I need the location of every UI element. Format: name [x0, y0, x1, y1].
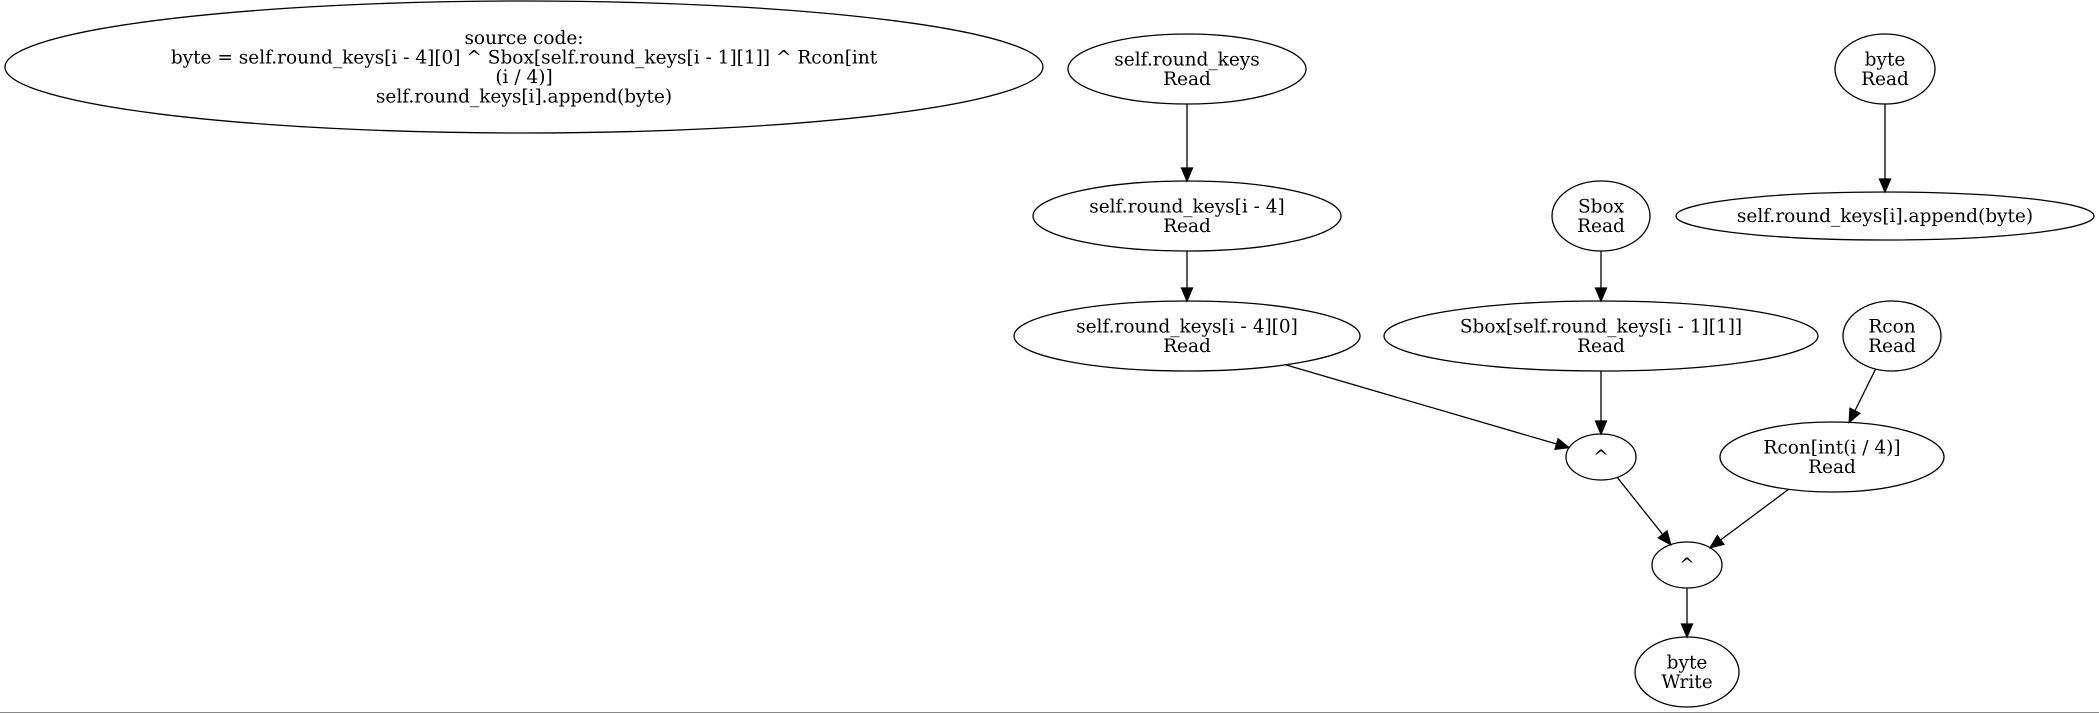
- node-src: source code:byte = self.round_keys[i - 4…: [4, 0, 1044, 134]
- node-sboxidx-label-0: Sbox[self.round_keys[i - 1][1]]: [1460, 316, 1742, 337]
- nodes-layer: source code:byte = self.round_keys[i - 4…: [4, 0, 2095, 708]
- node-xor1-label-0: ^: [1593, 447, 1609, 468]
- node-append: self.round_keys[i].append(byte): [1675, 191, 2095, 241]
- edge-rconidx-to-xor2: [1708, 488, 1790, 549]
- node-rk-label-0: self.round_keys: [1114, 49, 1259, 70]
- node-rk-label-1: Read: [1163, 69, 1211, 90]
- edge-xor2-to-bytew: [1680, 588, 1694, 639]
- edge-byter-to-append: [1878, 104, 1892, 194]
- node-rk40-label-1: Read: [1163, 336, 1211, 357]
- node-src-label-2: (i / 4)]: [495, 67, 552, 88]
- arrowhead: [1594, 420, 1608, 436]
- arrowhead: [1554, 437, 1571, 451]
- edge-rcon-to-rconidx: [1848, 368, 1877, 424]
- node-xor2: ^: [1651, 541, 1723, 589]
- arrowhead: [1180, 167, 1194, 183]
- node-src-label-1: byte = self.round_keys[i - 4][0] ^ Sbox[…: [171, 47, 878, 68]
- node-rk40: self.round_keys[i - 4][0]Read: [1013, 300, 1361, 372]
- node-rcon-ellipse: [1842, 300, 1942, 372]
- node-rk-ellipse: [1067, 33, 1307, 105]
- node-rk4-label-0: self.round_keys[i - 4]: [1089, 196, 1285, 217]
- node-rk4-ellipse: [1032, 180, 1342, 252]
- arrowhead: [1594, 287, 1608, 303]
- edge-line: [1720, 488, 1790, 541]
- node-append-label-0: self.round_keys[i].append(byte): [1737, 206, 2033, 227]
- node-sbox-label-0: Sbox: [1578, 196, 1625, 217]
- edge-rk4-to-rk40: [1180, 251, 1194, 303]
- node-xor1: ^: [1565, 433, 1637, 481]
- node-rcon-label-1: Read: [1868, 336, 1916, 357]
- edge-sbox-to-sboxidx: [1594, 251, 1608, 303]
- edges-layer: [1180, 104, 1892, 639]
- node-append-ellipse: [1675, 191, 2095, 241]
- node-rk40-label-0: self.round_keys[i - 4][0]: [1076, 316, 1298, 337]
- node-sboxidx-label-1: Read: [1577, 336, 1625, 357]
- edge-line: [1616, 476, 1664, 535]
- bottom-divider: [0, 712, 2099, 713]
- node-bytew-label-0: byte: [1667, 652, 1708, 673]
- node-byter-label-1: Read: [1861, 69, 1909, 90]
- edge-rk40-to-xor1: [1285, 364, 1571, 451]
- edge-line: [1854, 368, 1877, 412]
- arrowhead: [1878, 178, 1892, 194]
- node-src-label-3: self.round_keys[i].append(byte): [376, 86, 672, 107]
- node-sbox-label-1: Read: [1577, 216, 1625, 237]
- node-byter-label-0: byte: [1865, 49, 1906, 70]
- node-sboxidx-ellipse: [1383, 300, 1819, 372]
- node-bytew-ellipse: [1634, 636, 1740, 708]
- arrowhead: [1680, 623, 1694, 639]
- node-xor2-label-0: ^: [1679, 555, 1695, 576]
- edge-line: [1285, 364, 1557, 445]
- arrowhead: [1657, 529, 1672, 546]
- node-rk4: self.round_keys[i - 4]Read: [1032, 180, 1342, 252]
- node-src-ellipse: [4, 0, 1044, 134]
- node-rk40-ellipse: [1013, 300, 1361, 372]
- node-rcon-label-0: Rcon: [1868, 316, 1915, 337]
- edge-xor1-to-xor2: [1616, 476, 1672, 546]
- edge-rk-to-rk4: [1180, 104, 1194, 183]
- node-bytew-label-1: Write: [1661, 672, 1712, 693]
- arrowhead: [1708, 534, 1725, 549]
- node-xor2-ellipse: [1651, 541, 1723, 589]
- edge-sboxidx-to-xor1: [1594, 371, 1608, 436]
- node-sboxidx: Sbox[self.round_keys[i - 1][1]]Read: [1383, 300, 1819, 372]
- node-src-label-0: source code:: [464, 28, 583, 49]
- arrowhead: [1848, 407, 1862, 424]
- node-rconidx-ellipse: [1719, 421, 1945, 493]
- node-rconidx-label-0: Rcon[int(i / 4)]: [1763, 437, 1900, 458]
- arrowhead: [1180, 287, 1194, 303]
- node-xor1-ellipse: [1565, 433, 1637, 481]
- node-rconidx: Rcon[int(i / 4)]Read: [1719, 421, 1945, 493]
- node-rk4-label-1: Read: [1163, 216, 1211, 237]
- node-rconidx-label-1: Read: [1808, 457, 1856, 478]
- node-byter-ellipse: [1834, 33, 1936, 105]
- node-sbox-ellipse: [1551, 180, 1651, 252]
